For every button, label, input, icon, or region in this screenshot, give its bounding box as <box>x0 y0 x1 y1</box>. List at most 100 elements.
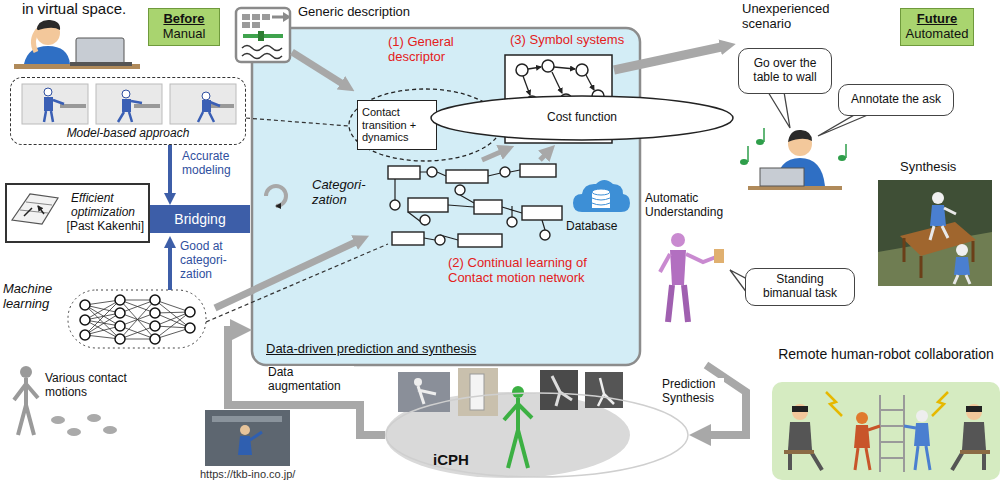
diagram-label: https://tkb-ino.co.jp/ <box>200 468 330 481</box>
optimization-sheet <box>12 194 58 224</box>
person-annotating <box>748 186 842 190</box>
generic-description-icon <box>283 12 291 22</box>
diagram-label: Generic description <box>298 5 438 20</box>
diagram-label: (1) General descriptor <box>388 35 483 65</box>
model-based-photos <box>96 84 162 124</box>
diagram-label: Good at categori- zation <box>180 240 242 281</box>
diagram-label: Automatic Understanding <box>645 192 740 220</box>
remote-collaboration-scene <box>880 395 904 472</box>
person-annotating <box>845 144 847 158</box>
human-figure-understanding <box>686 254 716 262</box>
model-based-photos <box>22 84 236 124</box>
neural-network <box>115 334 125 344</box>
person-annotating <box>740 159 748 165</box>
database-icon <box>592 198 610 205</box>
node-text: Future <box>917 12 957 27</box>
contact-motion-network <box>427 167 437 177</box>
connector-label: Prediction Synthesis <box>662 378 724 406</box>
footprints <box>51 414 117 436</box>
model-based-photos <box>60 104 86 108</box>
icph-photos <box>418 386 436 404</box>
remote-collaboration-scene <box>966 404 982 420</box>
contact-motion-network <box>390 200 400 210</box>
remote-collaboration-scene <box>826 392 842 416</box>
contact-motion-network <box>455 185 465 195</box>
node-text: Annotate the ask <box>851 93 941 107</box>
contact-motion-network <box>458 234 502 247</box>
diagram-label: Synthesis <box>900 160 970 175</box>
person-at-laptop <box>14 20 140 69</box>
generic-description-icon <box>236 8 290 62</box>
synthesis-image <box>956 244 968 256</box>
speech-bubble-tail <box>768 92 790 128</box>
icph-ellipse-outline <box>385 392 689 478</box>
generic-description-icon <box>242 22 250 28</box>
node-text: Standing bimanual task <box>752 273 848 301</box>
diagram-label: Various contact motions <box>45 372 140 400</box>
symbol-graph <box>552 72 562 93</box>
person-annotating <box>838 155 846 161</box>
optimization-box: Efficient optimization[Past Kakenhi] <box>5 183 150 243</box>
approach-box: Model-based approach <box>10 77 246 145</box>
generic-description-icon <box>262 14 270 20</box>
optimization-sheet <box>12 194 58 224</box>
synthesis-image <box>900 222 976 256</box>
human-figure-understanding <box>660 254 670 272</box>
neural-network <box>185 307 195 317</box>
neural-network <box>115 295 125 305</box>
generic-description-icon <box>242 14 250 20</box>
human-figure-understanding <box>670 250 686 285</box>
generic-description-icon <box>252 14 260 20</box>
remote-collaboration-scene <box>904 426 930 470</box>
flow-arrow <box>215 240 360 308</box>
optimization-sheet <box>24 206 44 216</box>
database-icon <box>592 189 610 195</box>
worker-photo <box>212 416 282 422</box>
remote-collaboration-scene <box>855 426 880 470</box>
contact-motion-network <box>540 230 550 240</box>
contact-motion-network <box>446 170 488 183</box>
loop-arrow <box>266 186 286 206</box>
person-at-laptop <box>70 62 132 66</box>
symbol-graph <box>523 76 530 95</box>
footprints <box>67 428 81 436</box>
flow-arrow <box>614 46 726 70</box>
contact-motion-network <box>507 217 517 227</box>
person-annotating <box>788 130 812 142</box>
model-based-photos <box>22 84 88 124</box>
flow-arrow <box>540 152 548 160</box>
person-at-laptop <box>24 46 70 64</box>
remote-collaboration-scene <box>962 422 986 450</box>
connector-label: Data augmentation <box>268 366 354 394</box>
bridging-box: Bridging <box>150 205 250 233</box>
node-text: Bridging <box>174 211 225 227</box>
remote-collaboration-scene <box>772 382 1000 480</box>
model-based-photos <box>22 84 88 124</box>
human-figure-understanding <box>660 233 724 322</box>
generic-description-icon <box>258 31 264 41</box>
symbol-graph <box>554 67 575 69</box>
synthesis-image <box>930 208 956 240</box>
contact-motion-network <box>408 198 448 212</box>
node-text: iCPH <box>433 451 469 468</box>
neural-network <box>80 300 90 310</box>
symbol-graph <box>528 67 541 69</box>
speech-bubble: Standing bimanual task <box>745 268 855 306</box>
speech-bubble-tail <box>818 114 870 136</box>
process-box: Contact transition + dynamics <box>357 100 437 150</box>
symbol-graph <box>576 64 588 76</box>
flow-arrow <box>292 52 346 86</box>
leader-line <box>246 118 349 126</box>
optimization-sheet <box>20 202 52 213</box>
node-text: Efficient optimization <box>71 192 144 220</box>
model-based-photos <box>118 101 142 122</box>
icph-photos <box>598 378 614 406</box>
contact-motion-network <box>388 164 562 247</box>
speech-bubble: Annotate the ask <box>838 84 954 116</box>
footprints <box>51 416 65 424</box>
model-based-photos <box>122 99 131 112</box>
diagram-label: Database <box>566 220 628 234</box>
neural-network <box>150 321 160 331</box>
leader-line <box>246 118 349 126</box>
node-text: Data-driven prediction and synthesis <box>266 342 476 357</box>
